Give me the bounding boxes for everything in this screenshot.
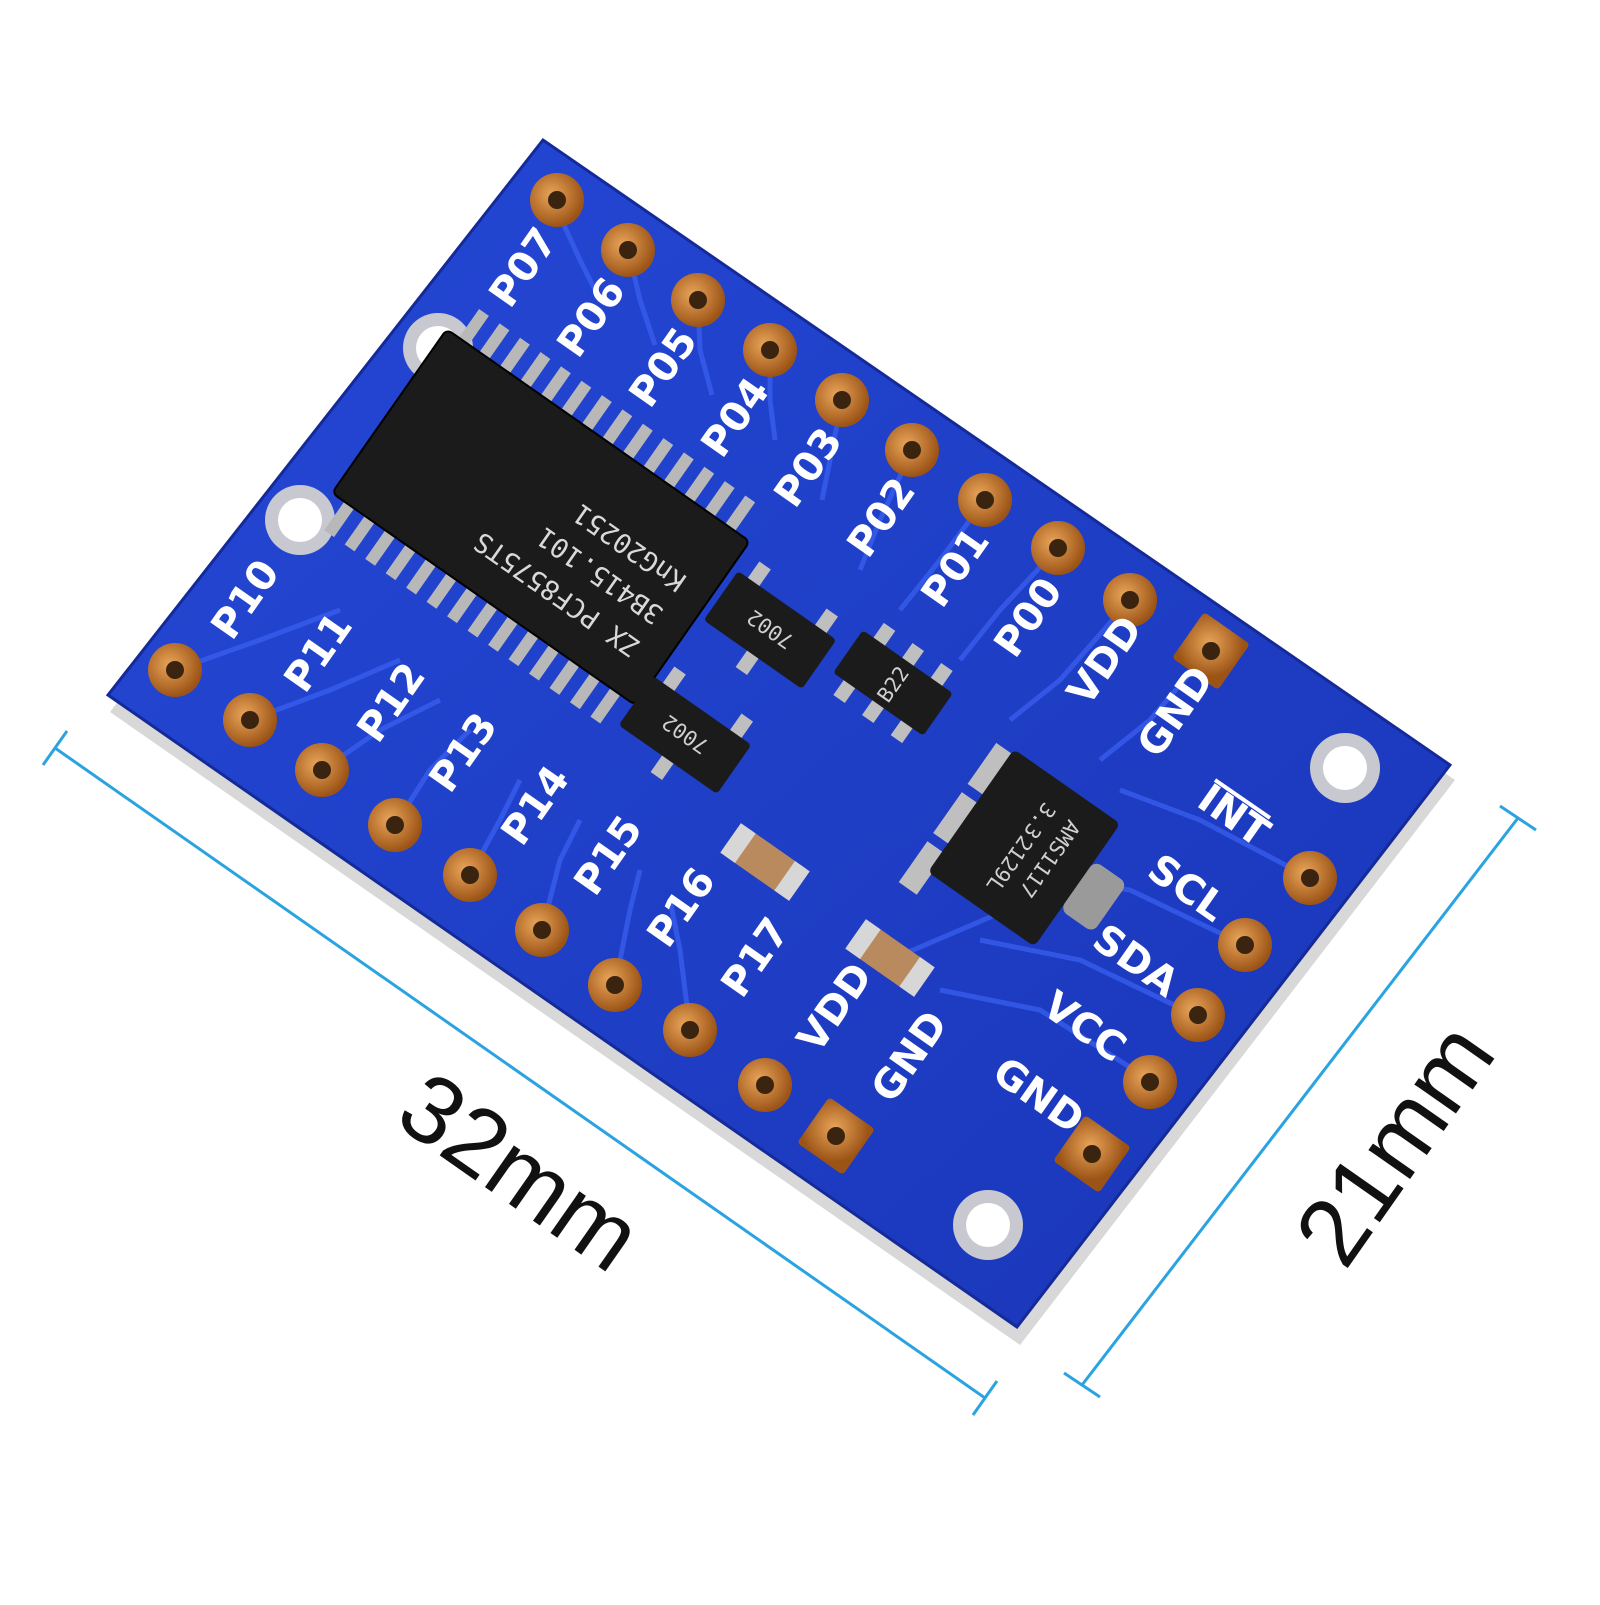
dimension-lines xyxy=(41,730,1537,1416)
pcf8575-chip: ZX PCF8575TS 3B415.101 KnG20251 xyxy=(324,309,756,724)
length-dimension-label: 32mm xyxy=(380,1052,660,1293)
sot-ic: B22 xyxy=(833,622,953,744)
solder-pads xyxy=(148,173,1337,1192)
ams1117-regulator: AMS1117 3.3 2129L xyxy=(898,742,1125,945)
transistor-q1: 7002 xyxy=(705,561,838,688)
capacitor-c1 xyxy=(720,823,810,901)
capacitor-c2 xyxy=(845,919,935,997)
width-dimension-line xyxy=(1080,817,1520,1386)
int-overbar xyxy=(1213,778,1272,820)
pcb-board xyxy=(105,137,1453,1330)
length-dimension-line xyxy=(54,746,986,1400)
transistor-q2: 7002 xyxy=(620,666,753,793)
width-dimension-label: 21mm xyxy=(1275,1004,1516,1284)
